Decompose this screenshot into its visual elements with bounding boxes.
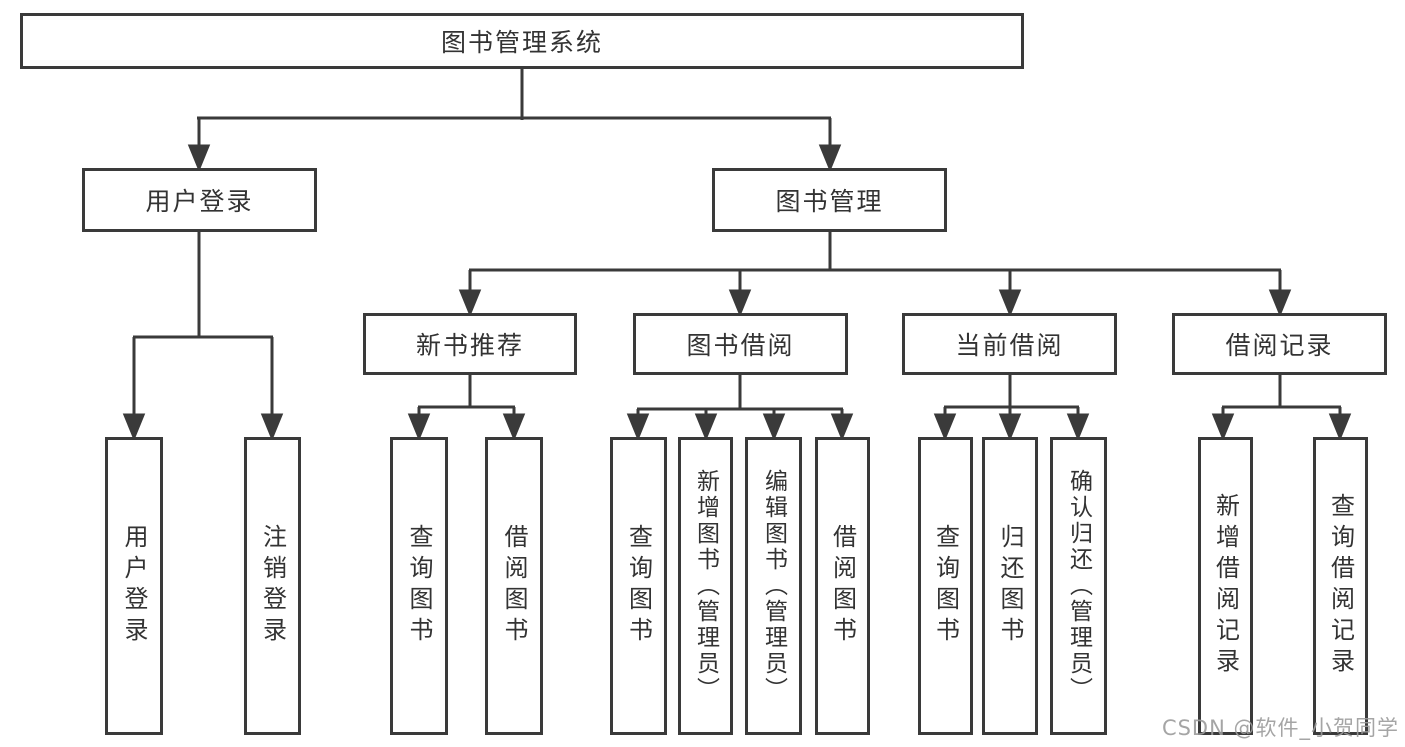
arrowhead (998, 413, 1022, 441)
arrowhead (1268, 289, 1292, 317)
node-book-management: 图书管理 (712, 168, 947, 232)
node-label: 图书借阅 (686, 331, 795, 360)
leaf-label: 注销登录 (258, 524, 287, 648)
node-label: 当前借阅 (955, 331, 1064, 360)
leaf-logout: 注销登录 (244, 437, 301, 735)
leaf-edit-book-admin: 编辑图书（管理员） (745, 437, 802, 735)
leaf-add-borrow-record: 新增借阅记录 (1198, 437, 1253, 735)
leaf-return-book: 归还图书 (982, 437, 1038, 735)
arrowhead (1211, 413, 1235, 441)
node-user-login: 用户登录 (82, 168, 317, 232)
leaf-query-book-3: 查询图书 (918, 437, 973, 735)
arrowhead (694, 413, 718, 441)
arrowhead (502, 413, 526, 441)
leaf-label: 查询图书 (624, 524, 653, 648)
arrowhead (1066, 413, 1090, 441)
leaf-user-login: 用户登录 (105, 437, 163, 735)
node-root: 图书管理系统 (20, 13, 1024, 69)
node-new-book-recommend: 新书推荐 (363, 313, 577, 375)
leaf-label: 新增图书（管理员） (692, 469, 719, 703)
leaf-borrow-book-2: 借阅图书 (815, 437, 870, 735)
arrowhead (728, 289, 752, 317)
leaf-label: 用户登录 (120, 524, 148, 648)
node-label: 新书推荐 (415, 331, 524, 360)
leaf-label: 查询借阅记录 (1326, 493, 1355, 679)
leaf-label: 确认归还（管理员） (1065, 469, 1092, 703)
arrowhead (1328, 413, 1352, 441)
leaf-confirm-return-admin: 确认归还（管理员） (1050, 437, 1107, 735)
arrowhead (260, 413, 284, 441)
node-borrow-records: 借阅记录 (1172, 313, 1387, 375)
leaf-borrow-book-1: 借阅图书 (485, 437, 543, 735)
leaf-label: 查询图书 (405, 524, 433, 648)
leaf-query-book-1: 查询图书 (390, 437, 448, 735)
leaf-query-borrow-record: 查询借阅记录 (1313, 437, 1368, 735)
leaf-label: 归还图书 (996, 524, 1024, 648)
arrowhead (818, 144, 842, 172)
node-root-label: 图书管理系统 (440, 28, 603, 57)
leaf-query-book-2: 查询图书 (610, 437, 667, 735)
node-book-borrow: 图书借阅 (633, 313, 848, 375)
csdn-watermark: CSDN @软件_小贺同学 (1161, 716, 1399, 740)
arrowhead (458, 289, 482, 317)
arrowhead (830, 413, 854, 441)
node-label: 用户登录 (145, 187, 254, 216)
arrowhead (998, 289, 1022, 317)
arrowhead (626, 413, 650, 441)
arrowhead (933, 413, 957, 441)
leaf-label: 借阅图书 (828, 524, 857, 648)
arrowhead (122, 413, 146, 441)
node-current-borrow: 当前借阅 (902, 313, 1117, 375)
leaf-add-book-admin: 新增图书（管理员） (678, 437, 733, 735)
leaf-label: 编辑图书（管理员） (760, 469, 787, 703)
node-label: 图书管理 (775, 187, 884, 216)
node-label: 借阅记录 (1225, 331, 1334, 360)
arrowhead (762, 413, 786, 441)
leaf-label: 查询图书 (931, 524, 960, 648)
arrowhead (407, 413, 431, 441)
leaf-label: 新增借阅记录 (1211, 493, 1240, 679)
arrowhead (187, 144, 211, 172)
leaf-label: 借阅图书 (500, 524, 528, 648)
